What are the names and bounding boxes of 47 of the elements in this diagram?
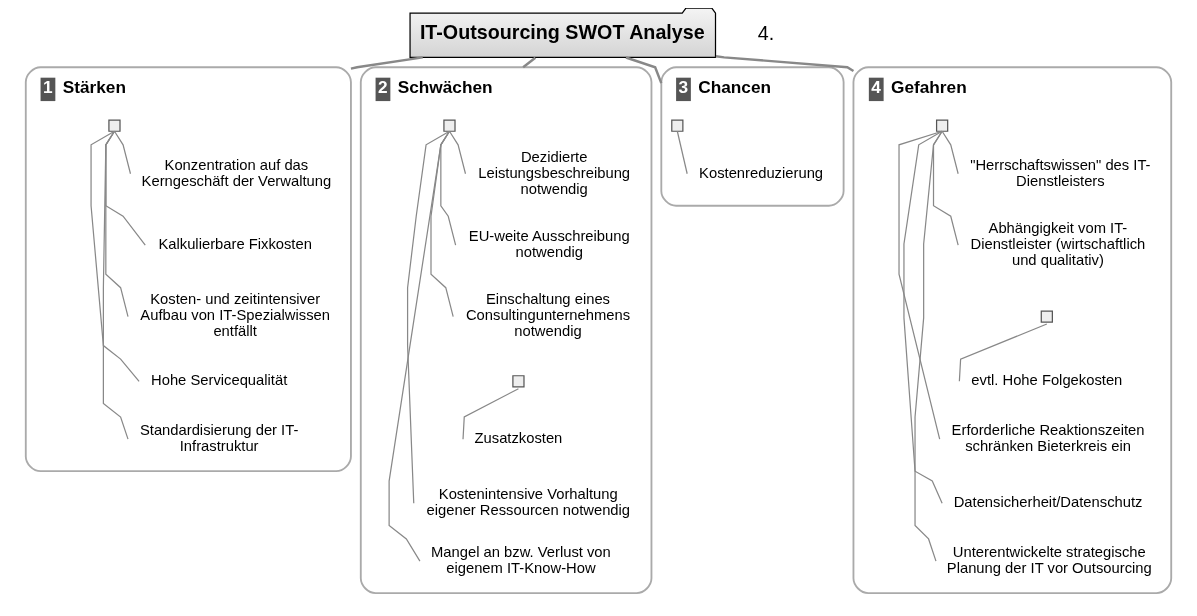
node-text: Kosten- und zeitintensiver Aufbau von IT-Spezialwissen entfällt (140, 291, 330, 340)
node-label: 2 (378, 76, 388, 97)
connector (932, 130, 959, 246)
connector (462, 388, 520, 440)
connector (715, 55, 855, 72)
node-text: Einschaltung eines Consultingunternehmens notwendig (465, 291, 631, 340)
node-text: Abhängigkeit vom IT-Dienstleister (wirtschaftlich und qualitativ) (970, 219, 1146, 269)
node-text: Kostenreduzierung (699, 164, 824, 181)
node-box (108, 119, 121, 132)
connector (898, 130, 943, 440)
node-box (935, 119, 949, 132)
node-box (512, 375, 525, 388)
node-text: Datensicherheit/Datenschutz (953, 494, 1143, 511)
connector (406, 130, 451, 504)
connector (90, 130, 140, 382)
node-label: 4 (871, 76, 881, 97)
connector (105, 130, 146, 246)
node-text: Kostenintensive Vorhaltung eigener Ressourcen notwendig (426, 486, 631, 519)
label: 4. (757, 21, 775, 44)
node-box (1040, 310, 1053, 323)
connector (388, 130, 451, 562)
connector (448, 130, 467, 175)
node-text: Konzentration auf das Kerngeschäft der Verwaltung (141, 156, 332, 189)
connector (958, 323, 1048, 382)
connector (903, 130, 943, 504)
connector (350, 56, 423, 70)
node-label: 1 (43, 76, 53, 97)
node-text: evtl. Hohe Folgekosten (971, 372, 1123, 389)
connector (941, 130, 959, 175)
node-box (671, 119, 684, 132)
node-text: Erforderliche Reaktionszeiten schränken Bieterkreis ein (951, 421, 1145, 454)
connector (102, 130, 129, 440)
node-text: "Herrschaftswissen" des IT-Dienstleisters (970, 156, 1151, 189)
node-text: Kalkulierbare Fixkosten (158, 236, 312, 252)
node-box (443, 119, 456, 132)
node-text: Dezidierte Leistungsbeschreibung notwendig (478, 148, 631, 197)
node-label: 3 (678, 76, 689, 97)
node-text: Standardisierung der IT-Infrastruktur (139, 421, 299, 454)
node-text: Hohe Servicequalität (151, 372, 288, 389)
connector (676, 130, 688, 175)
connector (914, 130, 943, 562)
connector (522, 56, 537, 69)
node-text: Mangel an bzw. Verlust von eigenem IT-Know-How (431, 543, 611, 576)
node-text: Unterentwickelte strategische Planung der IT vor Outsourcing (946, 543, 1152, 576)
node-text: EU-weite Ausschreibung notwendig (468, 228, 630, 261)
connector (113, 130, 132, 175)
node-text: Zusatzkosten (474, 429, 563, 446)
